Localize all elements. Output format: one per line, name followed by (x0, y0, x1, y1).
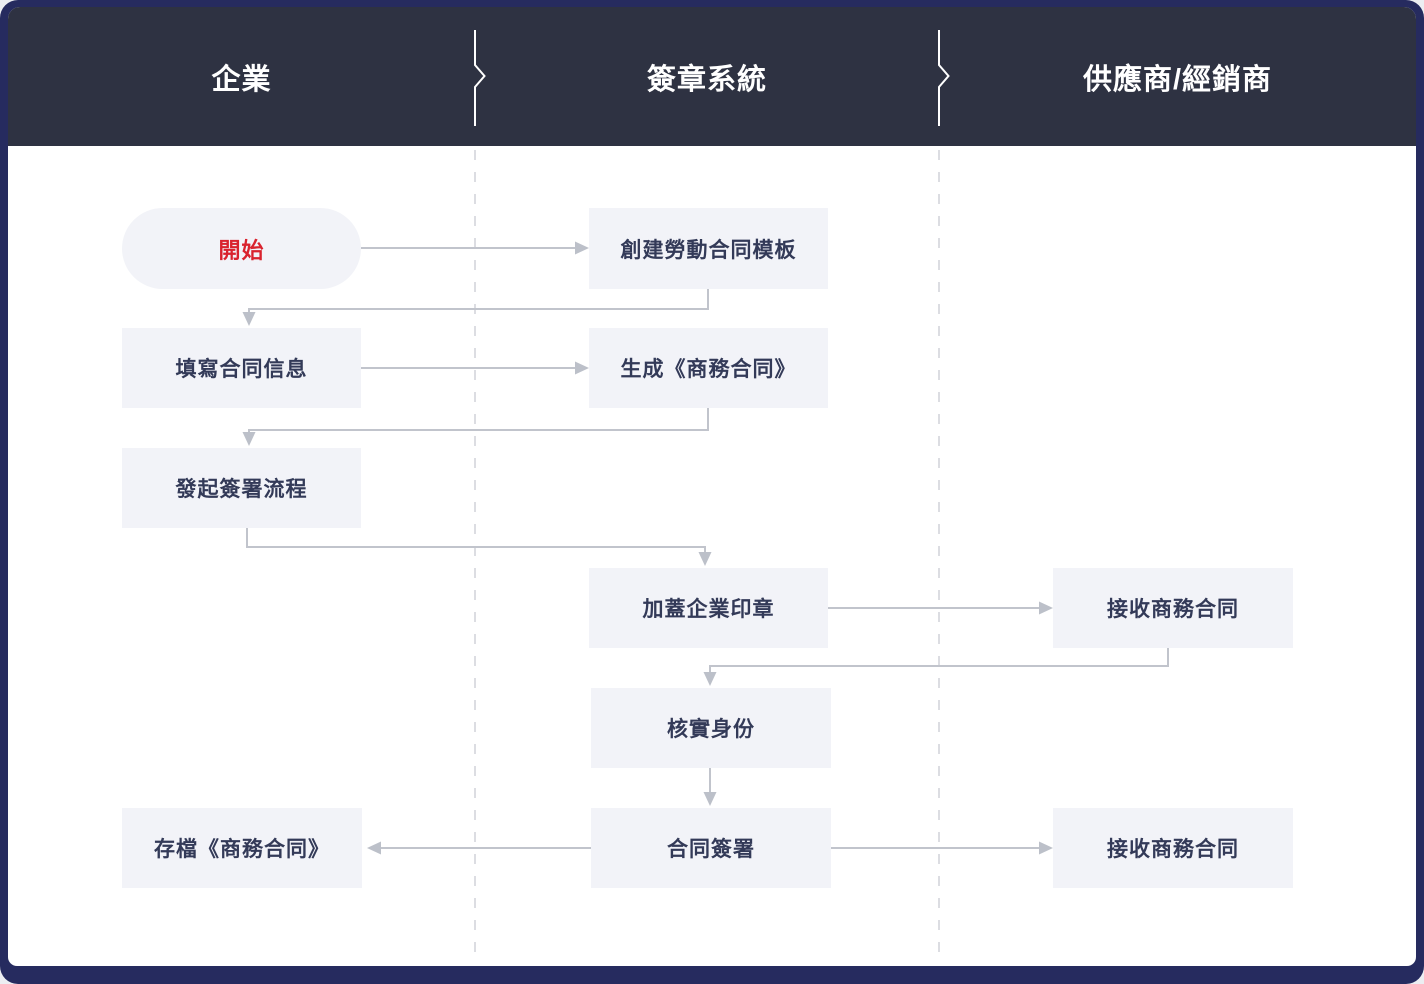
node-verify-identity: 核實身份 (591, 688, 831, 768)
lane-title-supplier-distributor: 供應商/經銷商 (939, 7, 1416, 146)
node-label: 生成《商務合同》 (620, 358, 797, 381)
edge-verify-identity-sign-contract (703, 768, 717, 806)
edge-generate-contract-initiate-flow (242, 408, 709, 446)
node-label: 發起簽署流程 (175, 478, 308, 501)
edge-fill-info-generate-contract (361, 361, 589, 375)
node-label: 創建勞動合同模板 (620, 238, 797, 262)
header-divider-chevron-1 (474, 30, 486, 126)
node-label: 接收商務合同 (1107, 838, 1239, 861)
node-create-template: 創建勞動合同模板 (589, 208, 828, 289)
lane-label: 企業 (211, 63, 272, 96)
node-receive-contract-top: 接收商務合同 (1053, 568, 1293, 648)
node-label: 加蓋企業印章 (642, 598, 775, 621)
node-archive-contract: 存檔《商務合同》 (122, 808, 362, 888)
node-label: 開始 (218, 237, 265, 263)
node-start: 開始 (122, 208, 361, 289)
lane-header-bar (8, 7, 1416, 146)
node-stamp-seal: 加蓋企業印章 (589, 568, 828, 648)
node-initiate-flow: 發起簽署流程 (122, 448, 361, 528)
node-label: 合同簽署 (667, 838, 755, 861)
node-label: 存檔《商務合同》 (154, 838, 330, 861)
node-label: 填寫合同信息 (175, 358, 308, 381)
edge-receive-contract-verify-identity (703, 648, 1169, 686)
node-generate-contract: 生成《商務合同》 (589, 328, 828, 408)
edge-sign-contract-receive-contract-bottom (830, 841, 1053, 855)
lane-label: 簽章系統 (646, 63, 767, 96)
header-divider-chevron-2 (938, 30, 950, 126)
edge-start-create-template (361, 241, 589, 255)
edge-stamp-seal-receive-contract-top (828, 601, 1053, 615)
edge-sign-contract-archive-contract (367, 841, 591, 855)
node-label: 接收商務合同 (1107, 598, 1239, 621)
lane-title-enterprise: 企業 (8, 7, 475, 146)
node-receive-contract-bottom: 接收商務合同 (1053, 808, 1293, 888)
node-sign-contract: 合同簽署 (591, 808, 831, 888)
node-fill-info: 填寫合同信息 (122, 328, 361, 408)
node-label: 核實身份 (667, 718, 755, 741)
lane-label: 供應商/經銷商 (1082, 63, 1273, 96)
edge-initiate-flow-stamp-seal (246, 528, 712, 566)
lane-title-signature-system: 簽章系統 (475, 7, 939, 146)
edge-create-template-fill-info (242, 289, 709, 326)
